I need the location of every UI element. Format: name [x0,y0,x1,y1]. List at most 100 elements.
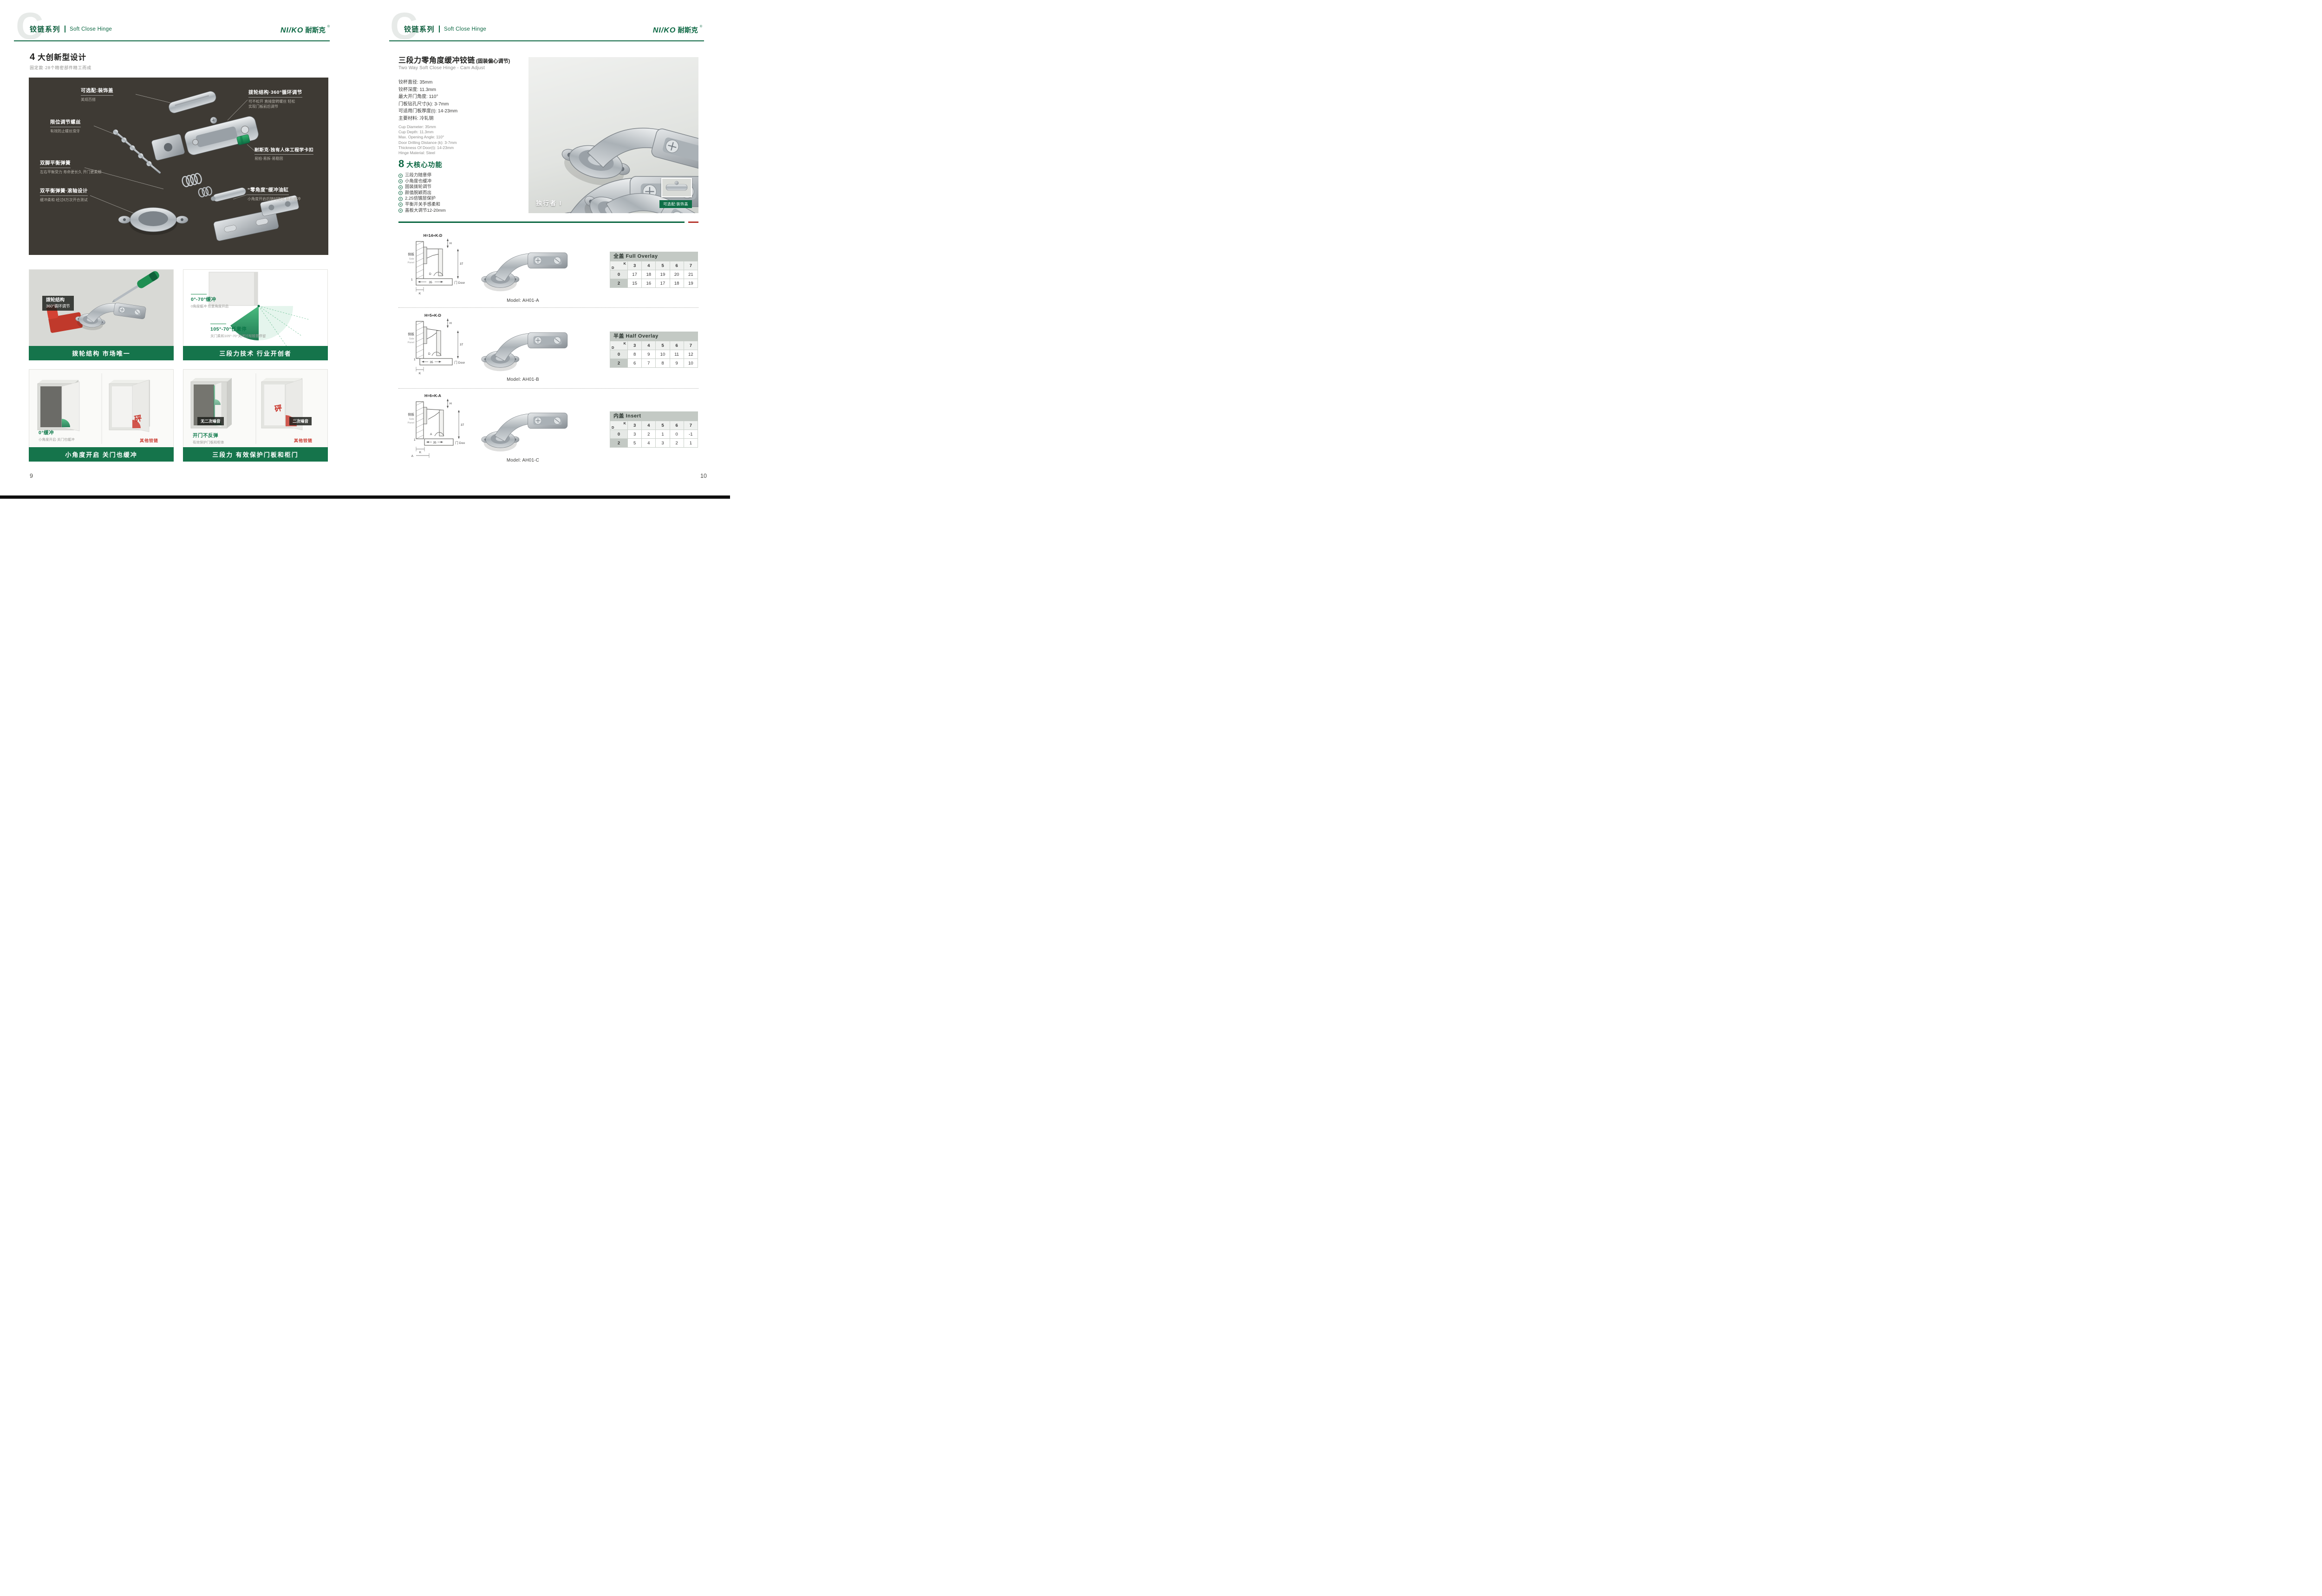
screw-set-part [113,129,161,174]
callout-decor-cap: 可选配:装饰盖 美观百搭 [81,88,113,102]
table-cell: 7 [683,261,698,270]
feature-item: 盖板大调节12-20mm [398,208,446,214]
feature-bullet-icon [398,179,403,184]
table-cell: 1 [655,430,670,439]
svg-text:K: K [419,451,422,454]
second-noise-tag: 二次噪音 [289,417,312,425]
side-panel-label-cn: 侧板 [408,252,414,256]
specs-list-en: Cup Diameter: 35mm Cup Depth: 11.3mm Max… [398,124,457,156]
brand-logo-latin: NI/KO [280,26,304,34]
product-title-main: 三段力零角度缓冲铰链 [398,57,476,65]
table-cell: 12 [683,350,698,359]
svg-text:Panel: Panel [408,261,414,264]
decor-cap-mini-illustration [665,181,688,191]
table-cell: 21 [683,270,698,279]
table-cell: 3 [627,421,642,430]
series-title-en: Soft Close Hinge [70,26,112,32]
block-separator [398,307,698,308]
table-row-label: 0 [610,430,628,439]
table-cell: 17 [655,279,670,288]
svg-text:Panel: Panel [408,341,414,344]
table-cell: 3 [627,341,642,350]
screwdriver-icon [112,271,159,302]
brand-logo: NI/KO 耐斯克 ® [280,25,330,35]
feature-card-three-stage: 0°-70°缓冲 0角度缓冲 任意角度开启 105°-70°任意停 关门柔和10… [183,269,328,360]
spec-item: 铰杯直径: 35mm [398,80,433,85]
page-subtitle: 固定款·28个精密部件精工而成 [30,65,92,70]
door-label: 门 Door [454,280,465,285]
feature-card-small-angle: 0°缓冲 小角度开启·关门也缓冲 砰 其他铰链 小角度开启 关门也缓冲 [29,369,174,462]
table-cell: 2 [641,430,656,439]
card-caption: 小角度开启 关门也缓冲 [29,447,174,462]
svg-text:门 Door: 门 Door [454,360,465,365]
table-cell: 2 [669,438,684,448]
card-image-protect: 无二次噪音 开门不反弹 有效保护门板和柜体 砰 二次噪音 其他铰链 [183,369,328,447]
damper-cylinder-part [211,187,246,202]
series-title-en: Soft Close Hinge [444,26,487,32]
svg-text:门 Door: 门 Door [455,441,465,445]
feature-bullet-icon [398,185,403,189]
table-cell: 18 [669,279,684,288]
table-title: 半盖 Half Overlay [610,332,698,341]
card-image-wheel: 拨轮结构 360°循环调节 [29,269,174,346]
section-divider-red [688,221,698,223]
table-cell: 9 [669,358,684,368]
decor-cap-inset-photo [661,178,692,197]
brand-logo-cn: 耐斯克 [678,27,698,34]
product-name: 独行者 I [536,200,562,207]
hinge-arm-part [184,116,259,155]
page-number-right: 10 [700,473,707,479]
mounting-plate-part [213,209,279,241]
tech-diagram-full-overlay: H=14+K-D H 侧板 Side Panel 门 Door 35 37 K … [408,233,465,295]
table-cell: 17 [627,270,642,279]
table-cell: 3 [627,261,642,270]
table-row-label: 0 [610,270,628,279]
exploded-hinge-illustration [84,91,299,241]
table-cell: 20 [669,270,684,279]
table-cell: 10 [683,358,698,368]
diagram-formula: H=5+K-D [424,313,441,318]
card-caption: 拨轮结构 市场唯一 [29,346,174,360]
hinge-cap-part [169,91,216,113]
feature-card-wheel: 拨轮结构 360°循环调节 拨轮结构 市场唯一 [29,269,174,360]
table-row-label: 2 [610,279,628,288]
series-header: 铰链系列 Soft Close Hinge [30,24,112,34]
product-title-suffix: (固装偏心调节) [476,59,510,64]
table-cell: 16 [641,279,656,288]
table-cell: 19 [683,279,698,288]
cabinet-other-hinge [109,379,150,432]
series-c-watermark: C [16,5,43,47]
brand-logo: NI/KO 耐斯克 ® [653,25,702,35]
brand-logo-latin: NI/KO [652,26,676,34]
feature-item: 小角度也缓冲 [398,179,446,185]
svg-text:H: H [450,402,452,405]
cabinet-with-damping [37,380,80,431]
hinge-cup-part [118,207,189,235]
table-cell: 18 [641,270,656,279]
core-features-heading: 8 大核心功能 [398,158,443,170]
spec-item: 主要材料: 冷轧钢 [398,116,434,121]
series-c-watermark: C [390,5,417,47]
spring-part [182,173,202,188]
svg-text:侧板: 侧板 [408,412,414,417]
page-title-text: 大创新型设计 [38,53,87,62]
svg-text:Panel: Panel [408,422,414,424]
feature-item: 三段力随意停 [398,173,446,179]
product-title: 三段力零角度缓冲铰链 (固装偏心调节) [398,54,510,65]
svg-text:A: A [430,433,432,436]
table-cell: 6 [627,358,642,368]
table-cell: 4 [641,341,656,350]
callout-ergonomic-clip: 耐斯克·独有人体工程学卡扣 易拍·易拆·易稳固 [254,145,326,161]
feature-bullet-icon [398,196,403,201]
table-row-label: 2 [610,358,628,368]
spec-item: 可适用门板厚度(t): 14-23mm [398,109,458,114]
svg-text:H: H [450,322,452,325]
feature-item: 固装拨轮调节 [398,184,446,190]
table-cell: 6 [669,421,684,430]
spec-item: Cup Depth: 11.3mm [398,130,434,135]
dim-35-label: 35 [429,281,432,284]
table-row-label: 2 [610,438,628,448]
tech-diagram-half-overlay: H=5+K-D H 侧板 Side Panel 门 Door 35 37 K D… [408,313,465,375]
wheel-tag: 拨轮结构 360°循环调节 [42,296,74,311]
